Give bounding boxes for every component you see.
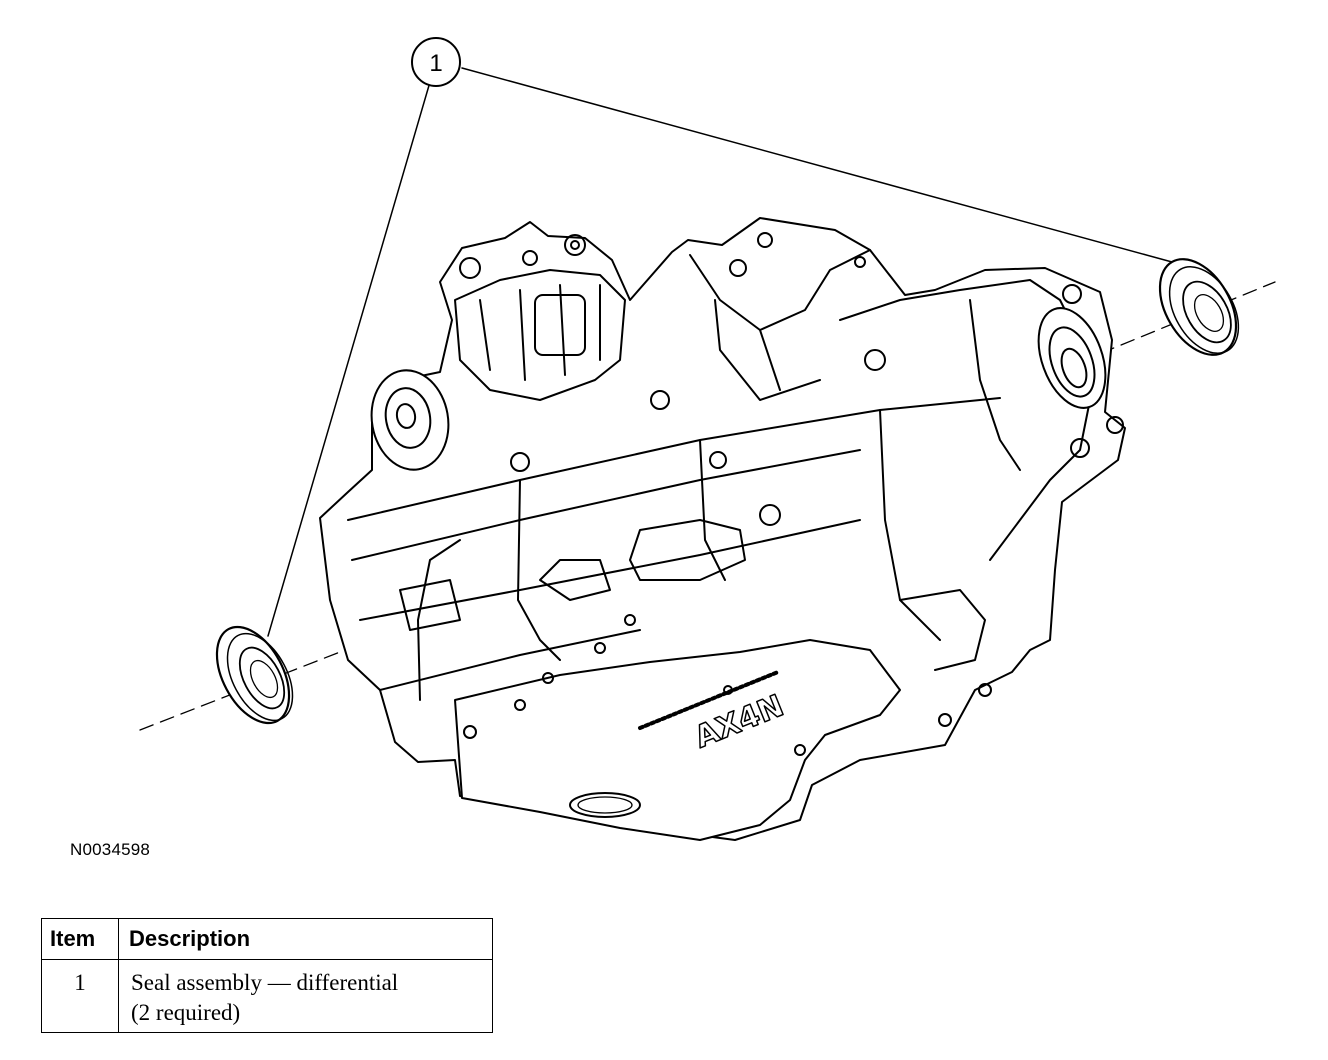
seal-assembly-right bbox=[1158, 258, 1240, 356]
table-row: 1 Seal assembly — differential (2 requir… bbox=[41, 959, 493, 1033]
header-description: Description bbox=[118, 918, 493, 960]
callout-1: 1 bbox=[411, 37, 461, 87]
callout-leaders bbox=[267, 67, 1173, 637]
header-item: Item bbox=[41, 918, 119, 960]
row-item: 1 bbox=[41, 959, 119, 1033]
transaxle-illustration: 1 AX4N bbox=[139, 37, 1276, 841]
seal-axis-lines bbox=[139, 281, 1276, 731]
transaxle-housing: AX4N bbox=[319, 217, 1126, 841]
row-note: (2 required) bbox=[131, 999, 241, 1025]
row-description-cell: Seal assembly — differential (2 required… bbox=[118, 959, 493, 1033]
row-description: Seal assembly — differential bbox=[131, 970, 399, 995]
seal-assembly-left bbox=[215, 625, 294, 725]
logo-oval bbox=[569, 792, 641, 818]
callout-number: 1 bbox=[429, 50, 442, 77]
legend-header-row: Item Description bbox=[41, 918, 493, 960]
figure-id: N0034598 bbox=[70, 840, 151, 859]
legend-table: Item Description 1 Seal assembly — diffe… bbox=[41, 918, 493, 1033]
